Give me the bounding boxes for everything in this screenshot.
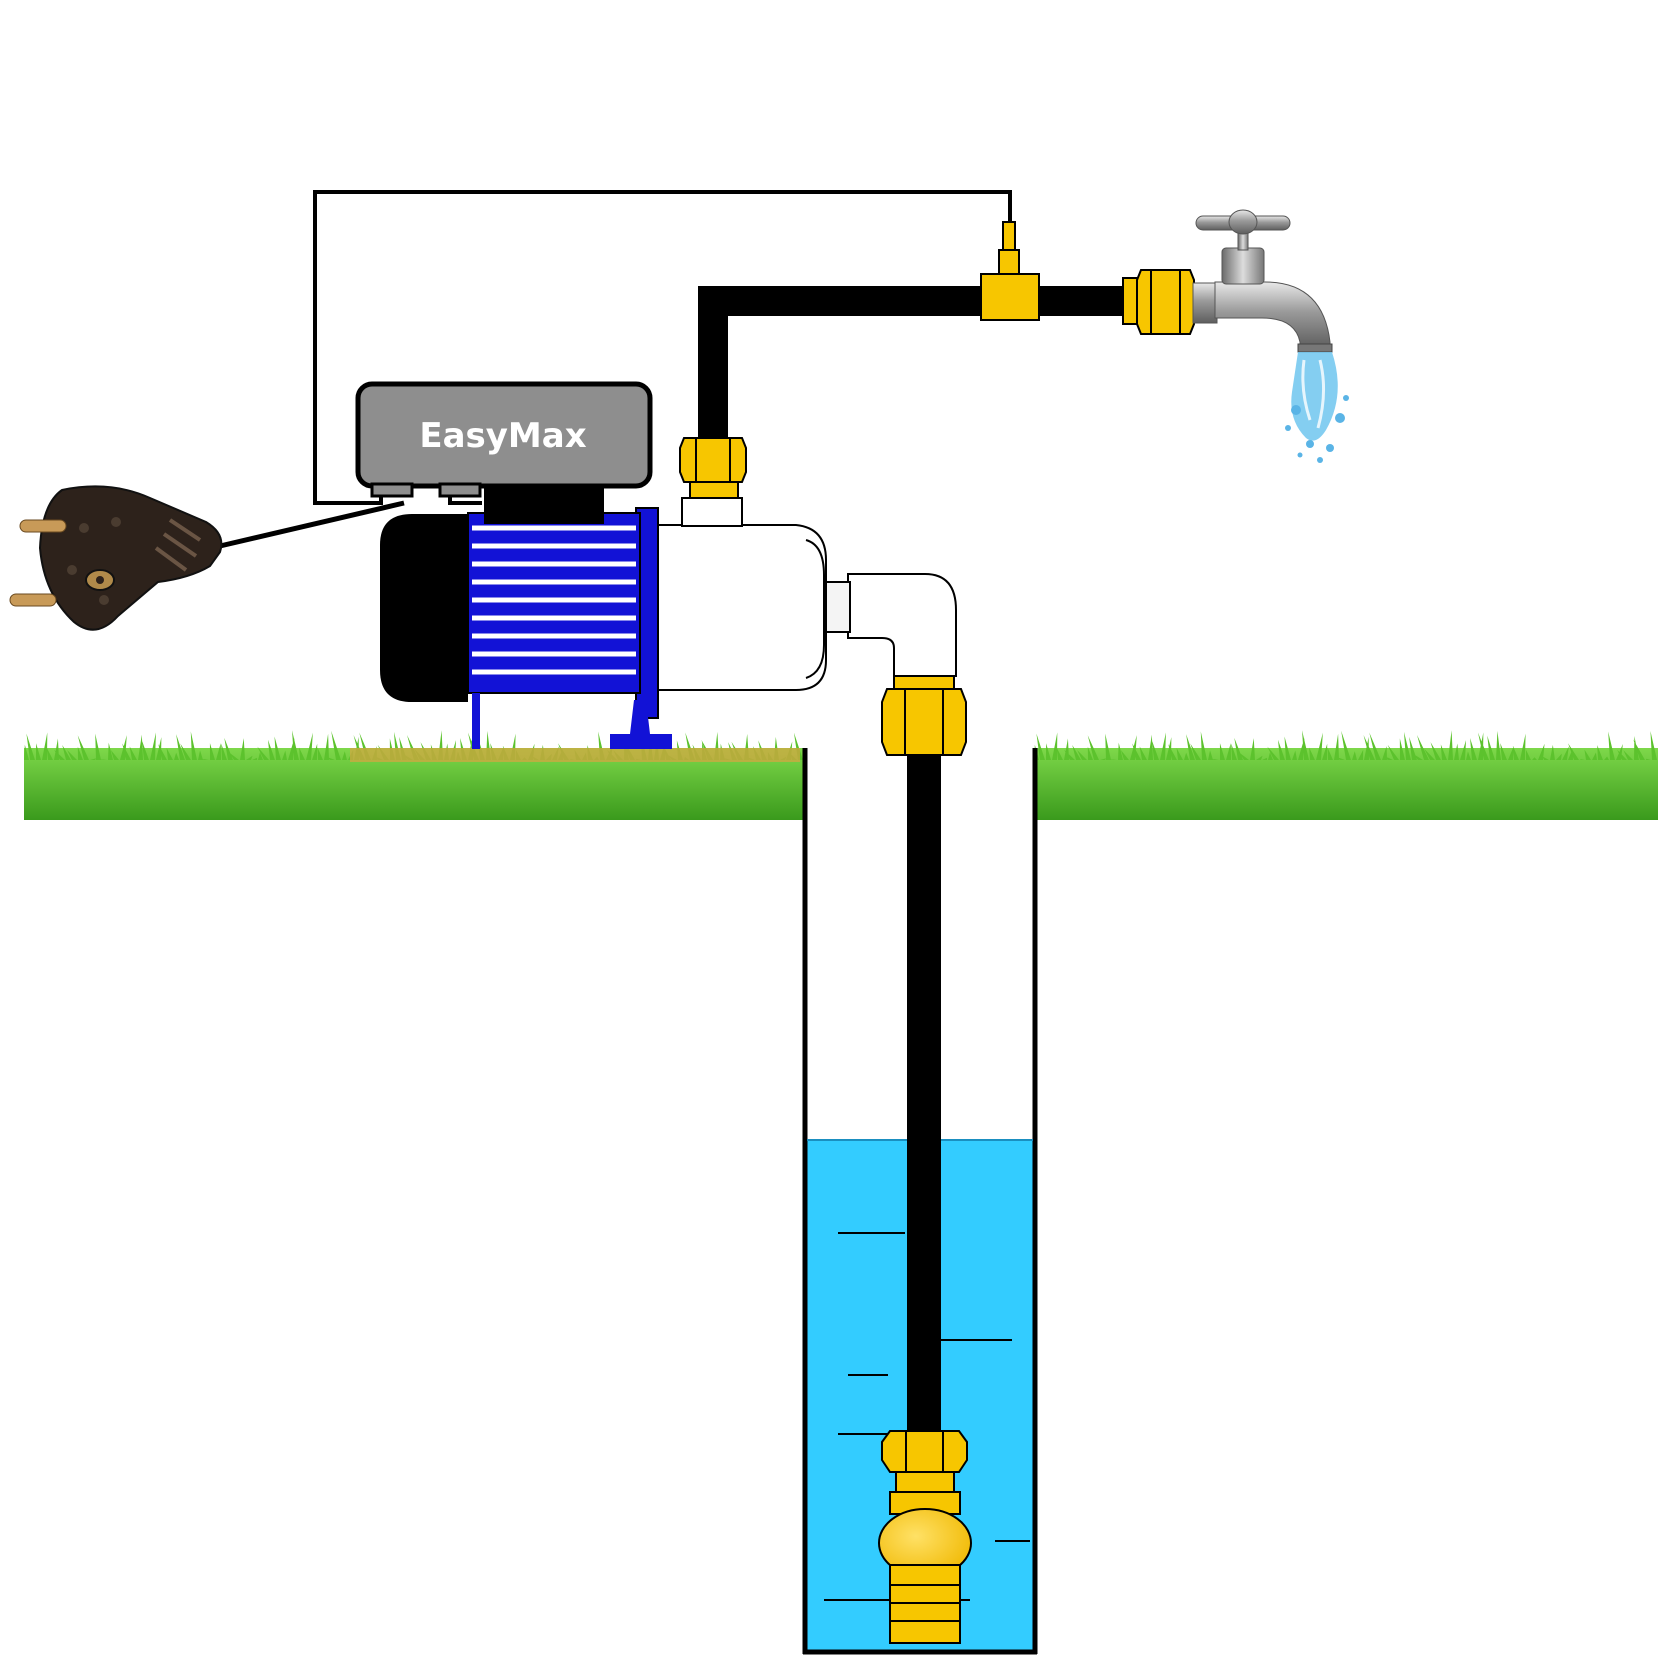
suction-pipe (907, 752, 941, 1432)
inlet-elbow (821, 573, 957, 677)
power-cable (219, 500, 405, 549)
grass-strip-right (1034, 730, 1658, 820)
water-stream (1285, 352, 1349, 463)
outlet-fitting (679, 437, 747, 499)
easymax-controller: EasyMax (355, 381, 653, 498)
foot-valve-icon (878, 1430, 972, 1644)
pressure-sensor-icon (980, 221, 1040, 321)
pressure-sensor-wire (313, 190, 1012, 505)
controller-brand-label: EasyMax (419, 416, 586, 456)
suction-fitting (881, 674, 967, 756)
power-plug-icon[interactable] (9, 485, 223, 631)
discharge-pipe (698, 286, 1126, 442)
grass-strip-left (24, 730, 804, 820)
water-tap-icon (1192, 209, 1333, 353)
tap-fitting (1122, 269, 1195, 335)
pump-base-soil (350, 748, 800, 762)
surface-pump-icon (380, 488, 827, 749)
